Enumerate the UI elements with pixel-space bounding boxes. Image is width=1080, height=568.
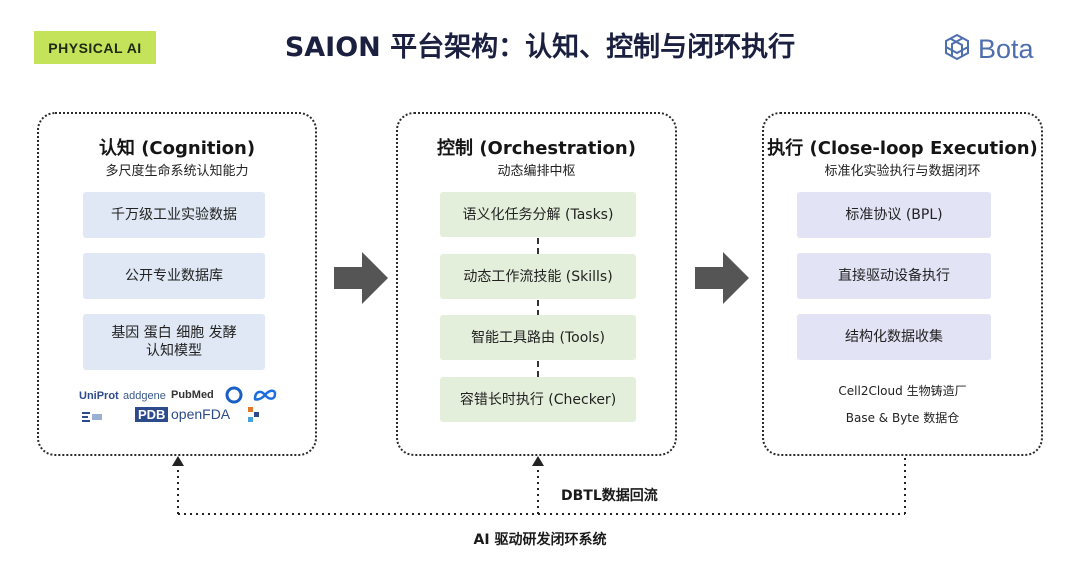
pubmed-logo: PubMed xyxy=(171,389,214,401)
execution-title: 执行 (Close-loop Execution) xyxy=(767,138,1038,159)
dashed-connector xyxy=(537,300,539,316)
bota-logo: Bota xyxy=(940,30,1034,68)
execution-item-direct-drive: 直接驱动设备执行 xyxy=(797,253,991,299)
cognition-item-cognition-models: 基因 蛋白 细胞 发酵 认知模型 xyxy=(83,314,265,370)
execution-panel: 执行 (Close-loop Execution) 标准化实验执行与数据闭环 标… xyxy=(762,112,1043,456)
execution-subtitle: 标准化实验执行与数据闭环 xyxy=(824,164,981,179)
orchestration-item-tools: 智能工具路由 (Tools) xyxy=(440,315,636,360)
dashed-connector xyxy=(537,361,539,377)
orchestration-item-checker: 容错长时执行 (Checker) xyxy=(440,377,636,422)
right-arrow-icon xyxy=(334,252,388,304)
openfda-logo: openFDA xyxy=(171,406,231,422)
uniprot-logo: UniProt xyxy=(79,390,119,402)
right-arrow-icon xyxy=(695,252,749,304)
orchestration-subtitle: 动态编排中枢 xyxy=(497,164,576,179)
execution-footnote-foundry: Cell2Cloud 生物铸造厂 xyxy=(838,384,967,398)
dbtl-feedback-label: DBTL数据回流 xyxy=(561,485,658,505)
orchestration-title: 控制 (Orchestration) xyxy=(437,138,636,159)
cognition-panel: 认知 (Cognition) 多尺度生命系统认知能力 千万级工业实验数据 公开专… xyxy=(37,112,317,456)
orchestration-panel: 控制 (Orchestration) 动态编排中枢 语义化任务分解 (Tasks… xyxy=(396,112,677,456)
brand-glyph-icon xyxy=(248,407,259,422)
cognition-title: 认知 (Cognition) xyxy=(98,138,256,159)
logo-text: Bota xyxy=(978,33,1034,64)
feedback-loop-lines xyxy=(172,456,906,515)
execution-item-data-collection: 结构化数据收集 xyxy=(797,314,991,360)
page-title: SAION 平台架构：认知、控制与闭环执行 xyxy=(284,32,796,63)
ai-loop-label: AI 驱动研发闭环系统 xyxy=(473,532,607,548)
dashed-connector xyxy=(537,238,539,254)
cognition-item-industrial-data: 千万级工业实验数据 xyxy=(83,192,265,238)
physical-ai-badge: PHYSICAL AI xyxy=(34,31,156,64)
bota-logo-icon xyxy=(945,33,969,61)
cognition-item-public-databases: 公开专业数据库 xyxy=(83,253,265,299)
cognition-subtitle: 多尺度生命系统认知能力 xyxy=(105,164,249,179)
orchestration-item-skills: 动态工作流技能 (Skills) xyxy=(440,254,636,299)
circle-brand-icon xyxy=(225,386,243,404)
meta-icon xyxy=(253,389,277,401)
pdb-logo: PDB xyxy=(135,407,169,422)
addgene-logo: addgene xyxy=(123,390,166,402)
execution-item-bpl: 标准协议 (BPL) xyxy=(797,192,991,238)
execution-footnote-warehouse: Base & Byte 数据仓 xyxy=(845,411,960,425)
orchestration-item-tasks: 语义化任务分解 (Tasks) xyxy=(440,192,636,237)
ncbi-icon xyxy=(82,412,102,422)
